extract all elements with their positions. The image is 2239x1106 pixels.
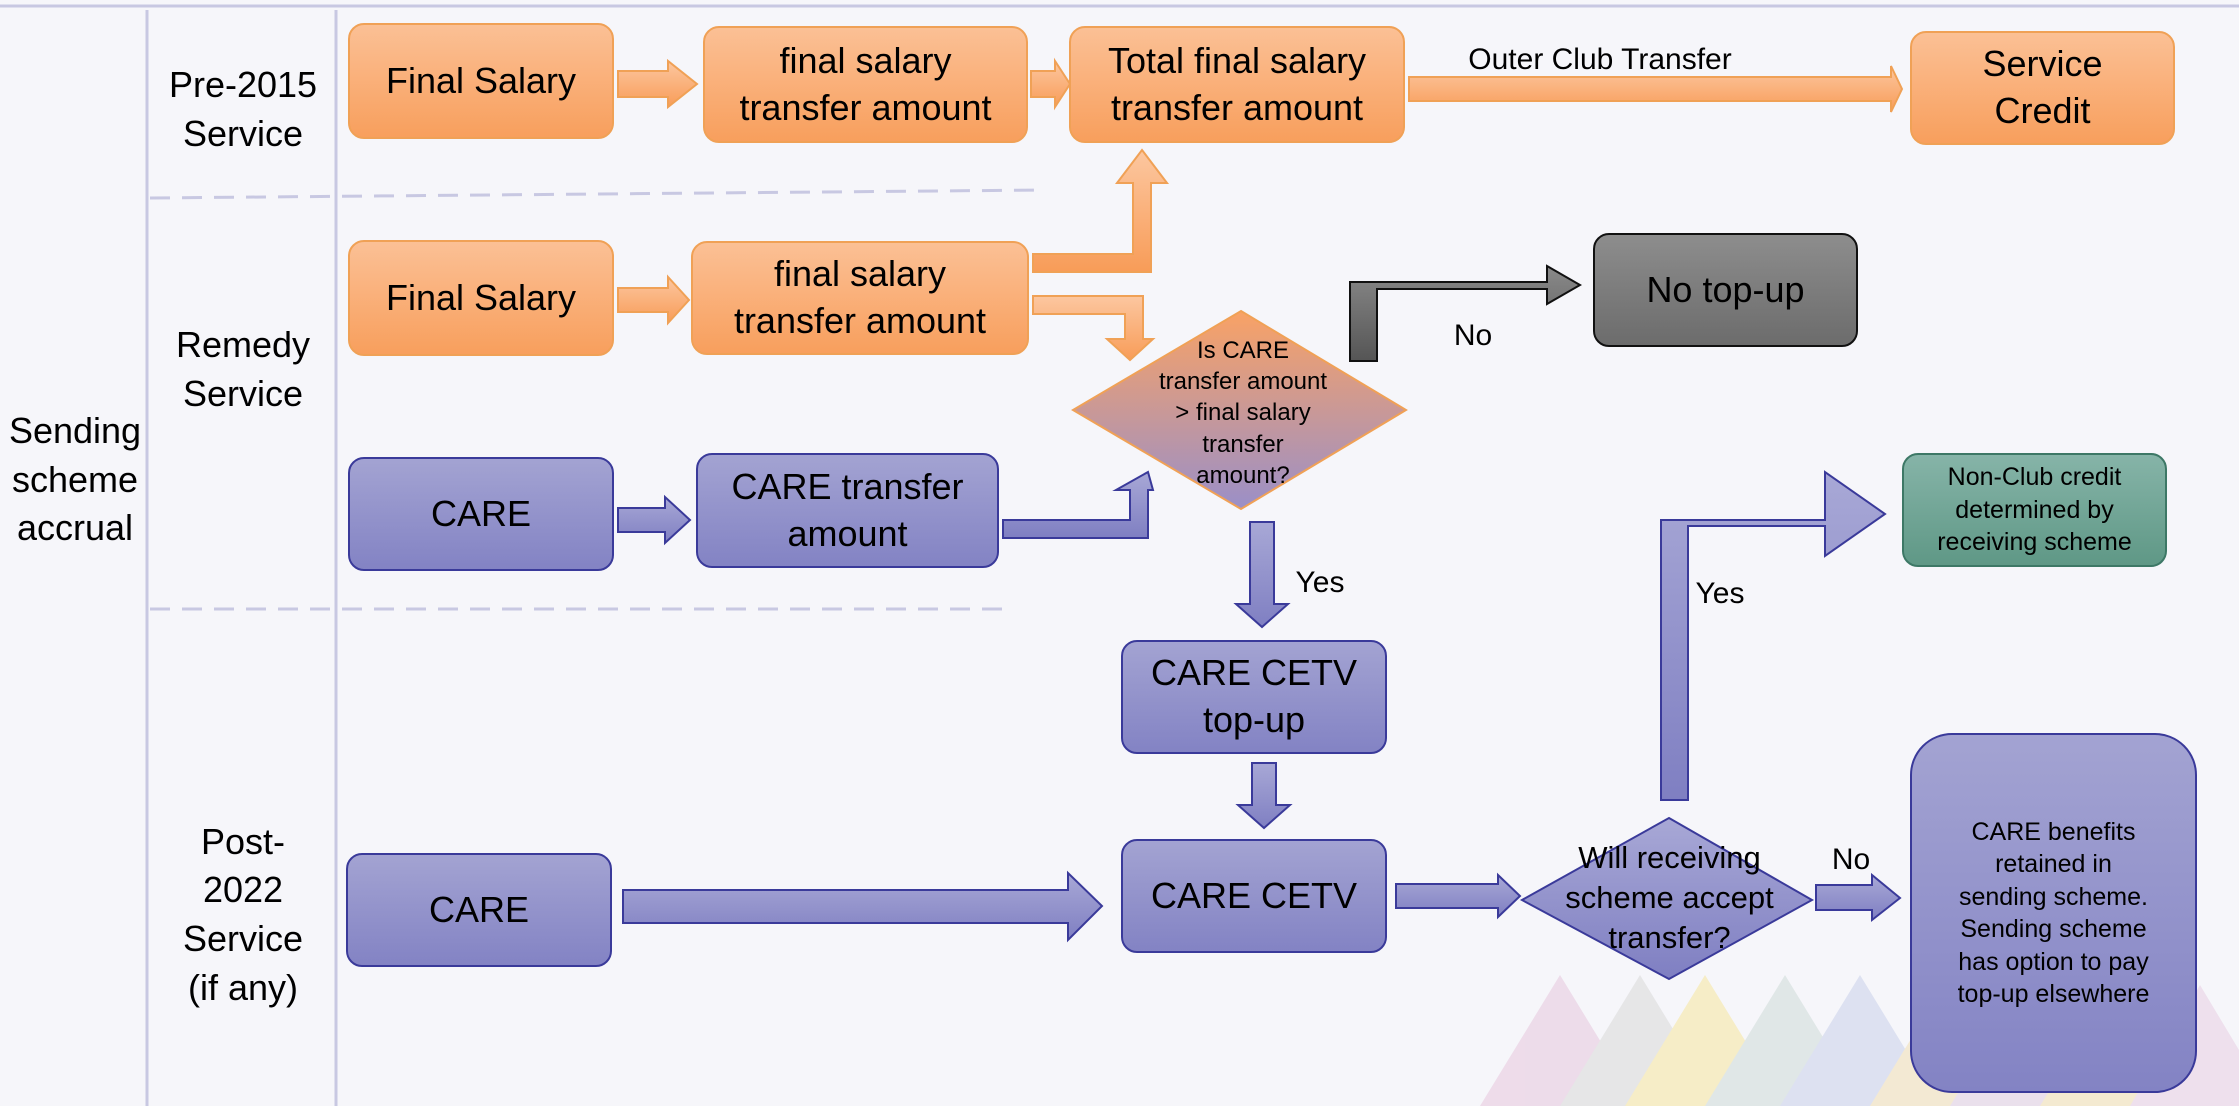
orange-arrows [617, 57, 1904, 362]
box-final-salary-pre2015: Final Salary [348, 23, 614, 139]
row-label-pre-2015: Pre-2015 Service [168, 64, 318, 154]
label-yes-2: Yes [1695, 576, 1745, 610]
purple-arrows [617, 470, 1902, 943]
arrow-outer-club [1408, 65, 1904, 113]
label-no-2: No [1831, 842, 1871, 876]
row-label-sending-scheme-accrual: Sending scheme accrual [8, 410, 142, 549]
arrow-fs-pre [617, 58, 699, 110]
arrow-no-2 [1815, 872, 1902, 923]
box-total-fs-transfer: Total final salary transfer amount [1069, 26, 1405, 143]
box-care-remedy: CARE [348, 457, 614, 571]
box-no-topup: No top-up [1593, 233, 1858, 347]
arrow-cetv-to-diamond [1395, 872, 1522, 920]
label-no-1: No [1453, 318, 1493, 352]
box-care-benefits-retained: CARE benefits retained in sending scheme… [1910, 733, 2197, 1093]
row-separator-1 [149, 188, 1046, 200]
arrow-topup-to-cetv [1235, 762, 1293, 830]
arrow-yes-2 [1660, 470, 1887, 801]
arrow-fstransfer-pre [1030, 57, 1072, 111]
arrow-fs-remedy [617, 274, 691, 326]
box-final-salary-remedy: Final Salary [348, 240, 614, 356]
decision-text-care-gt-fs: Is CARE transfer amount > final salary t… [1158, 337, 1328, 489]
label-outer-club-transfer: Outer Club Transfer [1468, 42, 1732, 76]
box-fs-transfer-pre2015: final salary transfer amount [703, 26, 1028, 143]
box-fs-transfer-remedy: final salary transfer amount [691, 241, 1029, 355]
row-label-post-2022: Post- 2022 Service (if any) [182, 820, 304, 1008]
arrow-caretransfer-to-diamond [1002, 470, 1155, 539]
decision-diamond-will-accept [1519, 816, 1815, 981]
box-care-transfer-amount: CARE transfer amount [696, 453, 999, 568]
label-yes-1: Yes [1295, 565, 1345, 599]
box-care-post2022: CARE [346, 853, 612, 967]
arrow-care-remedy [617, 494, 692, 546]
arrow-no-1 [1349, 264, 1583, 362]
arrow-fstransfer-down [1032, 295, 1156, 362]
arrow-fstransfer-up [1032, 148, 1170, 273]
decision-text-will-accept: Will receiving scheme accept transfer? [1565, 839, 1774, 956]
box-care-cetv-topup: CARE CETV top-up [1121, 640, 1387, 754]
box-care-cetv: CARE CETV [1121, 839, 1387, 953]
arrow-yes-1 [1233, 521, 1291, 629]
box-non-club-credit: Non-Club credit determined by receiving … [1902, 453, 2167, 567]
decision-diamond-care-gt-fs [1071, 309, 1408, 511]
row-label-remedy: Remedy Service [175, 324, 311, 414]
box-service-credit: Service Credit [1910, 31, 2175, 145]
arrow-care-post [622, 870, 1104, 943]
